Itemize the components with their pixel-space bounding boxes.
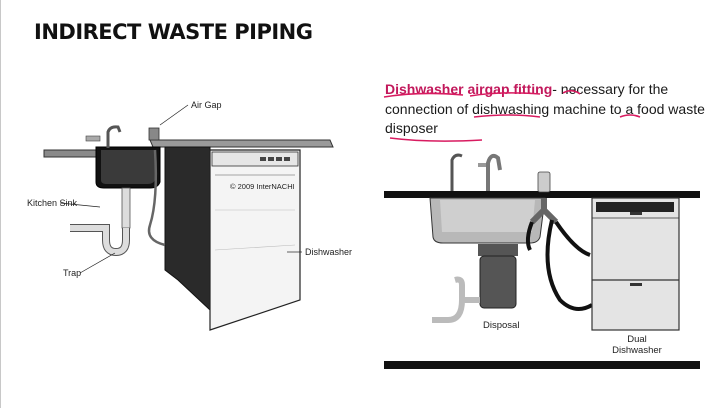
cabinet xyxy=(164,146,211,312)
label-dual-dishwasher: Dual Dishwasher xyxy=(600,334,674,356)
counter-bar xyxy=(384,191,700,198)
floor-bar xyxy=(384,361,700,369)
label-trap: Trap xyxy=(63,268,82,278)
label-dual-line1: Dual xyxy=(627,334,647,345)
dual-dishwasher xyxy=(591,197,680,331)
description-rest: - necessary for the connection of dishwa… xyxy=(385,81,705,136)
label-dishwasher: Dishwasher xyxy=(305,247,353,257)
airgap-fitting-right xyxy=(537,171,551,193)
label-kitchen-sink: Kitchen Sink xyxy=(27,198,78,208)
slide-title: INDIRECT WASTE PIPING xyxy=(34,20,313,44)
disposal-unit xyxy=(479,255,517,309)
slide-border xyxy=(0,0,1,408)
label-disposal: Disposal xyxy=(483,320,520,331)
copyright-text: © 2009 InterNACHI xyxy=(230,182,295,191)
countertop xyxy=(149,139,334,148)
label-air-gap: Air Gap xyxy=(191,100,222,110)
air-gap-fitting xyxy=(148,127,160,141)
dishwasher-body xyxy=(209,149,301,331)
label-dual-line2: Dishwasher xyxy=(612,345,662,356)
